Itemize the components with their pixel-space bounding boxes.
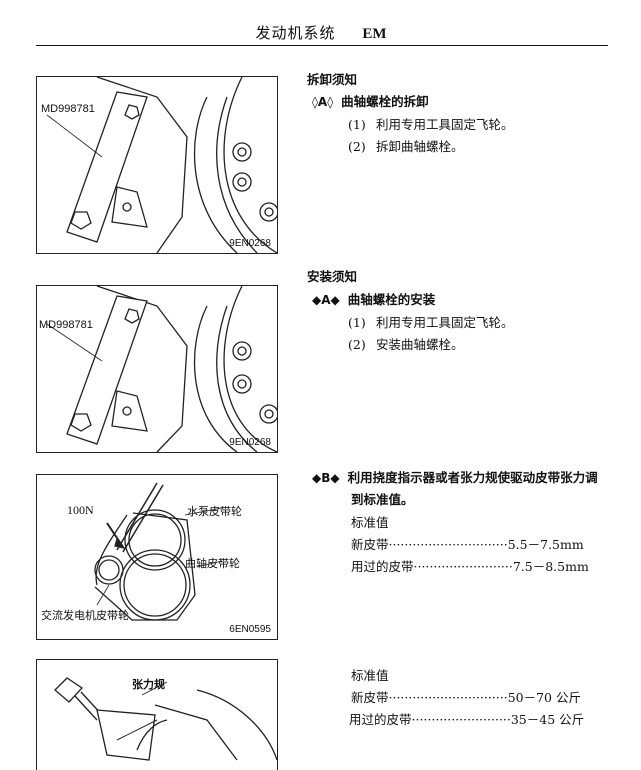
removal-step: (2) 拆卸曲轴螺栓。 [348,136,464,155]
step-text: 利用专用工具固定飞轮。 [376,315,514,330]
figure-flywheel-install: MD998781 9EN0268 [36,285,278,453]
new-belt-spec: 新皮带······························50－70 公… [351,690,581,705]
water-pump-pulley-label: 水泵皮带轮 [187,505,242,518]
step-number: (2) [348,337,366,352]
removal-section-title: 拆卸须知 [307,72,358,87]
tension-item-heading: ◆B◆ 利用挠度指示器或者张力规使驱动皮带张力调 [312,467,598,486]
new-belt-spec: 新皮带······························5.5－7.5… [351,537,584,552]
standard-value-label: 标准值 [351,515,389,530]
step-number: (1) [348,117,366,132]
removal-step: (1) 利用专用工具固定飞轮。 [348,114,514,133]
install-item-heading: ◆A◆ 曲轴螺栓的安装 [312,289,435,308]
install-step: (2) 安装曲轴螺栓。 [348,334,464,353]
figure-code: 6EN0595 [229,624,271,635]
install-section-title: 安装须知 [307,269,358,284]
step-number: (2) [348,139,366,154]
tension-gauge-illustration [54,677,277,761]
page-header: 发动机系统 EM [36,22,606,46]
install-step: (1) 利用专用工具固定飞轮。 [348,312,514,331]
tension-marker: ◆B◆ [312,471,340,485]
removal-heading-text: 曲轴螺栓的拆卸 [341,94,429,109]
figure-belt-deflection: 100N 水泵皮带轮 曲轴皮带轮 交流发电机皮带轮 6EN0595 [36,474,278,640]
removal-marker: ◊A◊ [312,95,334,109]
header-system: 发动机系统 [255,24,336,42]
part-number-label: MD998781 [41,103,95,115]
flywheel-tool-illustration [46,286,277,452]
step-text: 利用专用工具固定飞轮。 [376,117,514,132]
flywheel-tool-illustration [46,77,277,253]
install-heading-text: 曲轴螺栓的安装 [347,292,436,307]
header-code: EM [362,26,387,42]
figure-code: 9EN0268 [229,437,271,448]
tension-heading-line2: 到标准值。 [351,492,414,507]
header-rule [36,45,608,46]
step-text: 拆卸曲轴螺栓。 [376,139,464,154]
alternator-pulley-label: 交流发电机皮带轮 [41,609,129,622]
crankshaft-pulley-label: 曲轴皮带轮 [185,557,240,570]
removal-item-heading: ◊A◊ 曲轴螺栓的拆卸 [312,91,429,110]
used-belt-spec: 用过的皮带·························7.5－8.5mm [351,559,589,574]
step-text: 安装曲轴螺栓。 [376,337,464,352]
figure-code: 9EN0268 [229,238,271,249]
tension-gauge-label: 张力规 [132,678,165,691]
figure-flywheel-removal: MD998781 9EN0268 [36,76,278,254]
belt-pulley-illustration [94,482,223,621]
install-marker: ◆A◆ [312,293,340,307]
tension-heading-line1: 利用挠度指示器或者张力规使驱动皮带张力调 [347,470,598,485]
figure-tension-gauge: 张力规 [36,659,278,770]
force-label: 100N [67,503,94,517]
step-number: (1) [348,315,366,330]
used-belt-spec: 用过的皮带·························35－45 公斤 [349,712,585,727]
part-number-label: MD998781 [39,319,93,331]
standard-value-label: 标准值 [351,668,389,683]
